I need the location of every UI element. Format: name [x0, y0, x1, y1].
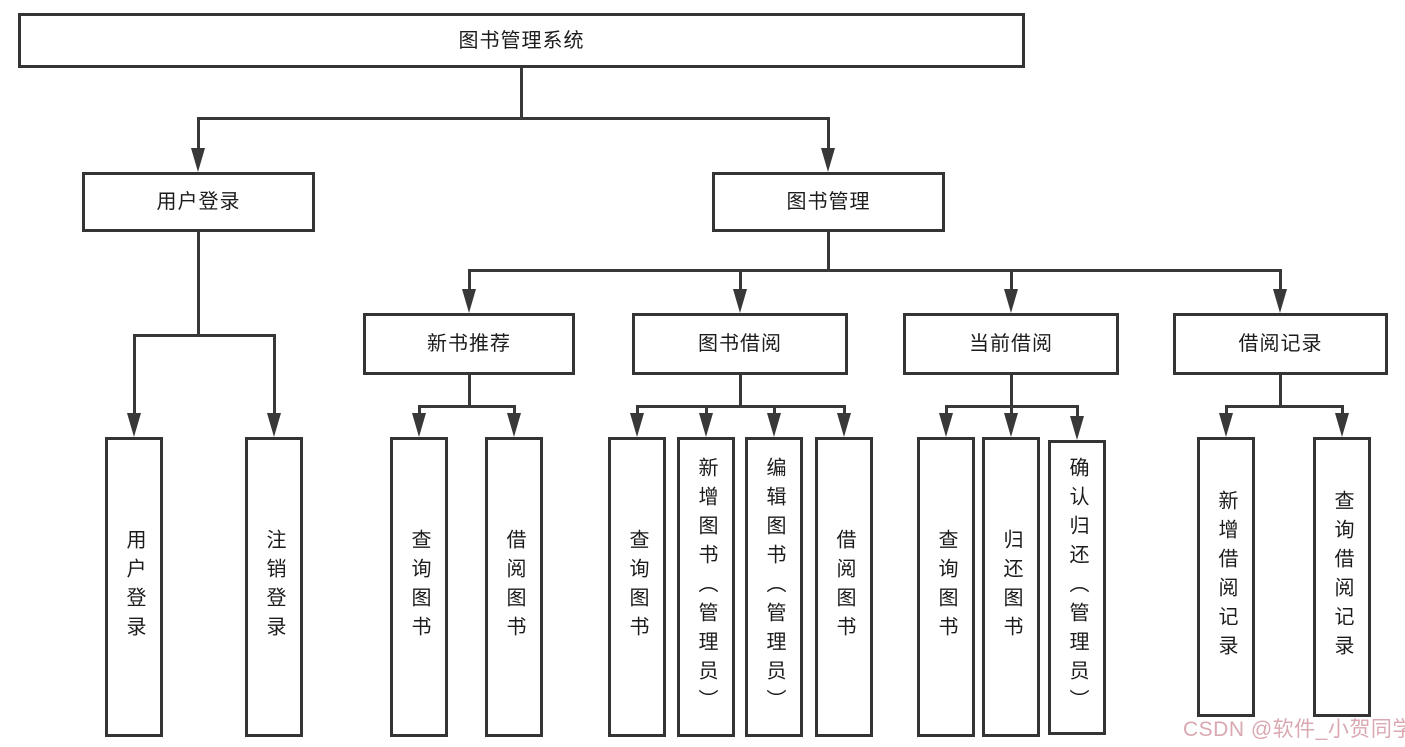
node-leaf-newbook-query: 查询图书 [390, 437, 448, 737]
node-leaf-borrow-borrow: 借阅图书 [815, 437, 873, 737]
watermark: CSDN @软件_小贺同学 [1183, 718, 1405, 741]
connector-line [635, 405, 639, 417]
connector-line [1224, 405, 1228, 417]
arrow-down-icon [837, 413, 851, 437]
node-leaf-newbook-borrow: 借阅图书 [485, 437, 543, 737]
arrow-down-icon [1219, 413, 1233, 437]
arrow-down-icon [1070, 416, 1084, 440]
arrow-down-icon [507, 413, 521, 437]
arrow-down-icon [1004, 413, 1018, 437]
arrow-down-icon [267, 413, 281, 437]
node-leaf-record-query: 查询借阅记录 [1313, 437, 1371, 717]
connector-line [635, 405, 846, 408]
connector-line [738, 269, 742, 294]
connector-line [1278, 375, 1282, 407]
node-leaf-record-add: 新增借阅记录 [1197, 437, 1255, 717]
arrow-down-icon [821, 148, 835, 172]
node-leaf-borrow-edit-admin: 编辑图书（管理员） [745, 437, 803, 737]
connector-line [417, 405, 421, 417]
connector-line [132, 334, 136, 416]
node-leaf-current-confirm-admin: 确认归还（管理员） [1048, 440, 1106, 735]
connector-line [196, 117, 200, 151]
node-new-book-recommend: 新书推荐 [363, 313, 575, 375]
node-current-borrow: 当前借阅 [903, 313, 1119, 375]
connector-line [1075, 405, 1079, 419]
connector-line [704, 405, 708, 417]
node-root: 图书管理系统 [18, 13, 1025, 68]
connector-line [196, 232, 200, 337]
connector-line [1278, 269, 1282, 294]
arrow-down-icon [630, 413, 644, 437]
arrow-down-icon [1273, 289, 1287, 313]
connector-line [467, 269, 471, 294]
arrow-down-icon [733, 289, 747, 313]
connector-line [417, 405, 516, 408]
arrow-down-icon [1004, 289, 1018, 313]
connector-line [512, 405, 516, 417]
node-user-login: 用户登录 [82, 172, 315, 232]
arrow-down-icon [1335, 413, 1349, 437]
arrow-down-icon [462, 289, 476, 313]
connector-line [826, 232, 830, 272]
node-borrow-records: 借阅记录 [1173, 313, 1388, 375]
connector-line [826, 117, 830, 151]
arrow-down-icon [939, 413, 953, 437]
connector-line [467, 375, 471, 407]
connector-line [1009, 375, 1013, 407]
connector-line [197, 117, 830, 120]
connector-line [520, 68, 523, 118]
connector-line [772, 405, 776, 417]
arrow-down-icon [767, 413, 781, 437]
node-book-management: 图书管理 [712, 172, 945, 232]
node-leaf-borrow-add-admin: 新增图书（管理员） [677, 437, 735, 737]
arrow-down-icon [191, 148, 205, 172]
arrow-down-icon [699, 413, 713, 437]
connector-line [1340, 405, 1344, 417]
node-book-borrow: 图书借阅 [632, 313, 848, 375]
node-leaf-borrow-query: 查询图书 [608, 437, 666, 737]
connector-line [132, 334, 276, 337]
node-leaf-current-return: 归还图书 [982, 437, 1040, 737]
connector-line [1009, 405, 1013, 417]
node-leaf-current-query: 查询图书 [917, 437, 975, 737]
connector-line [944, 405, 948, 417]
node-leaf-user-login: 用户登录 [105, 437, 163, 737]
connector-line [1224, 405, 1344, 408]
connector-line [272, 334, 276, 416]
arrow-down-icon [412, 413, 426, 437]
arrow-down-icon [127, 413, 141, 437]
node-leaf-logout: 注销登录 [245, 437, 303, 737]
connector-line [1009, 269, 1013, 294]
connector-line [842, 405, 846, 417]
connector-line [738, 375, 742, 407]
connector-line [467, 269, 1282, 272]
